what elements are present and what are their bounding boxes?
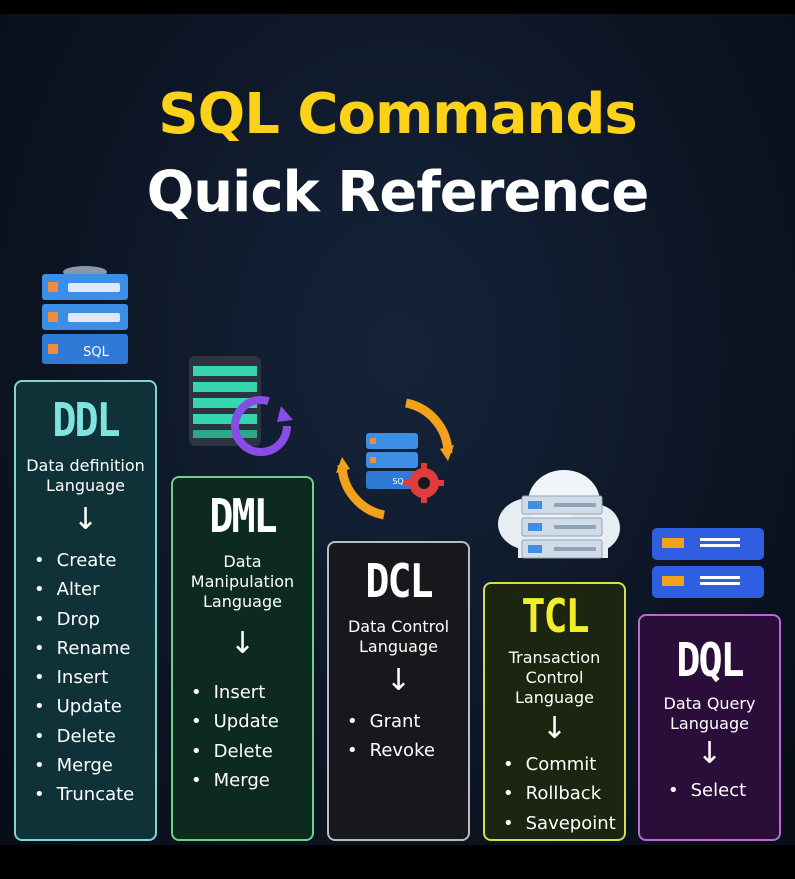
command-item: Create bbox=[34, 546, 155, 575]
command-item: Truncate bbox=[34, 780, 155, 809]
command-item: Grant bbox=[347, 707, 468, 736]
card-abbr: DQL bbox=[676, 634, 744, 688]
sql-database-server-icon: SQL bbox=[42, 266, 128, 364]
down-arrow-icon: ↓ bbox=[229, 626, 256, 661]
card-full-name: Data definition Language bbox=[26, 456, 145, 495]
card-ddl: DDL Data definition Language ↓ Create Al… bbox=[14, 380, 157, 841]
command-item: Update bbox=[191, 707, 312, 736]
card-abbr: DDL bbox=[52, 394, 120, 448]
title-line-2: Quick Reference bbox=[146, 160, 650, 225]
command-item: Rollback bbox=[503, 779, 624, 808]
down-arrow-icon: ↓ bbox=[541, 711, 568, 746]
command-item: Alter bbox=[34, 575, 155, 604]
command-item: Commit bbox=[503, 750, 624, 779]
card-abbr: TCL bbox=[521, 590, 589, 644]
command-list: Insert Update Delete Merge bbox=[173, 678, 312, 795]
command-list: Select bbox=[640, 776, 779, 805]
command-item: Select bbox=[668, 776, 779, 805]
card-full-name: Transaction Control Language bbox=[508, 648, 601, 707]
command-item: Merge bbox=[191, 766, 312, 795]
command-item: Insert bbox=[191, 678, 312, 707]
card-full-name: Data Query Language bbox=[663, 694, 756, 733]
command-item: Rename bbox=[34, 634, 155, 663]
command-list: Commit Rollback Savepoint bbox=[485, 750, 624, 838]
command-item: Update bbox=[34, 692, 155, 721]
card-full-name: Data Manipulation Language bbox=[190, 552, 295, 611]
card-dql: DQL Data Query Language ↓ Select bbox=[638, 614, 781, 841]
down-arrow-icon: ↓ bbox=[385, 663, 412, 698]
database-refresh-icon bbox=[189, 356, 293, 456]
card-dcl: DCL Data Control Language ↓ Grant Revoke bbox=[327, 541, 470, 841]
command-list: Grant Revoke bbox=[329, 707, 468, 766]
cloud-server-icon bbox=[498, 470, 620, 559]
command-item: Delete bbox=[34, 722, 155, 751]
database-gear-sync-icon: SQ bbox=[336, 398, 454, 520]
card-abbr: DCL bbox=[365, 555, 433, 609]
command-item: Merge bbox=[34, 751, 155, 780]
down-arrow-icon: ↓ bbox=[696, 736, 723, 771]
gear-db-icon-label: SQ bbox=[392, 477, 403, 486]
command-item: Drop bbox=[34, 605, 155, 634]
command-item: Revoke bbox=[347, 736, 468, 765]
card-dml: DML Data Manipulation Language ↓ Insert … bbox=[171, 476, 314, 841]
top-border bbox=[0, 0, 795, 14]
title-line-1: SQL Commands bbox=[158, 82, 637, 147]
card-full-name: Data Control Language bbox=[347, 617, 450, 656]
command-list: Create Alter Drop Rename Insert Update D… bbox=[16, 546, 155, 810]
command-item: Delete bbox=[191, 737, 312, 766]
card-tcl: TCL Transaction Control Language ↓ Commi… bbox=[483, 582, 626, 841]
server-stack-icon bbox=[652, 528, 764, 598]
command-item: Savepoint bbox=[503, 809, 624, 838]
down-arrow-icon: ↓ bbox=[72, 502, 99, 537]
command-item: Insert bbox=[34, 663, 155, 692]
bottom-border bbox=[0, 845, 795, 879]
card-abbr: DML bbox=[209, 490, 277, 544]
sql-icon-label: SQL bbox=[83, 345, 109, 360]
